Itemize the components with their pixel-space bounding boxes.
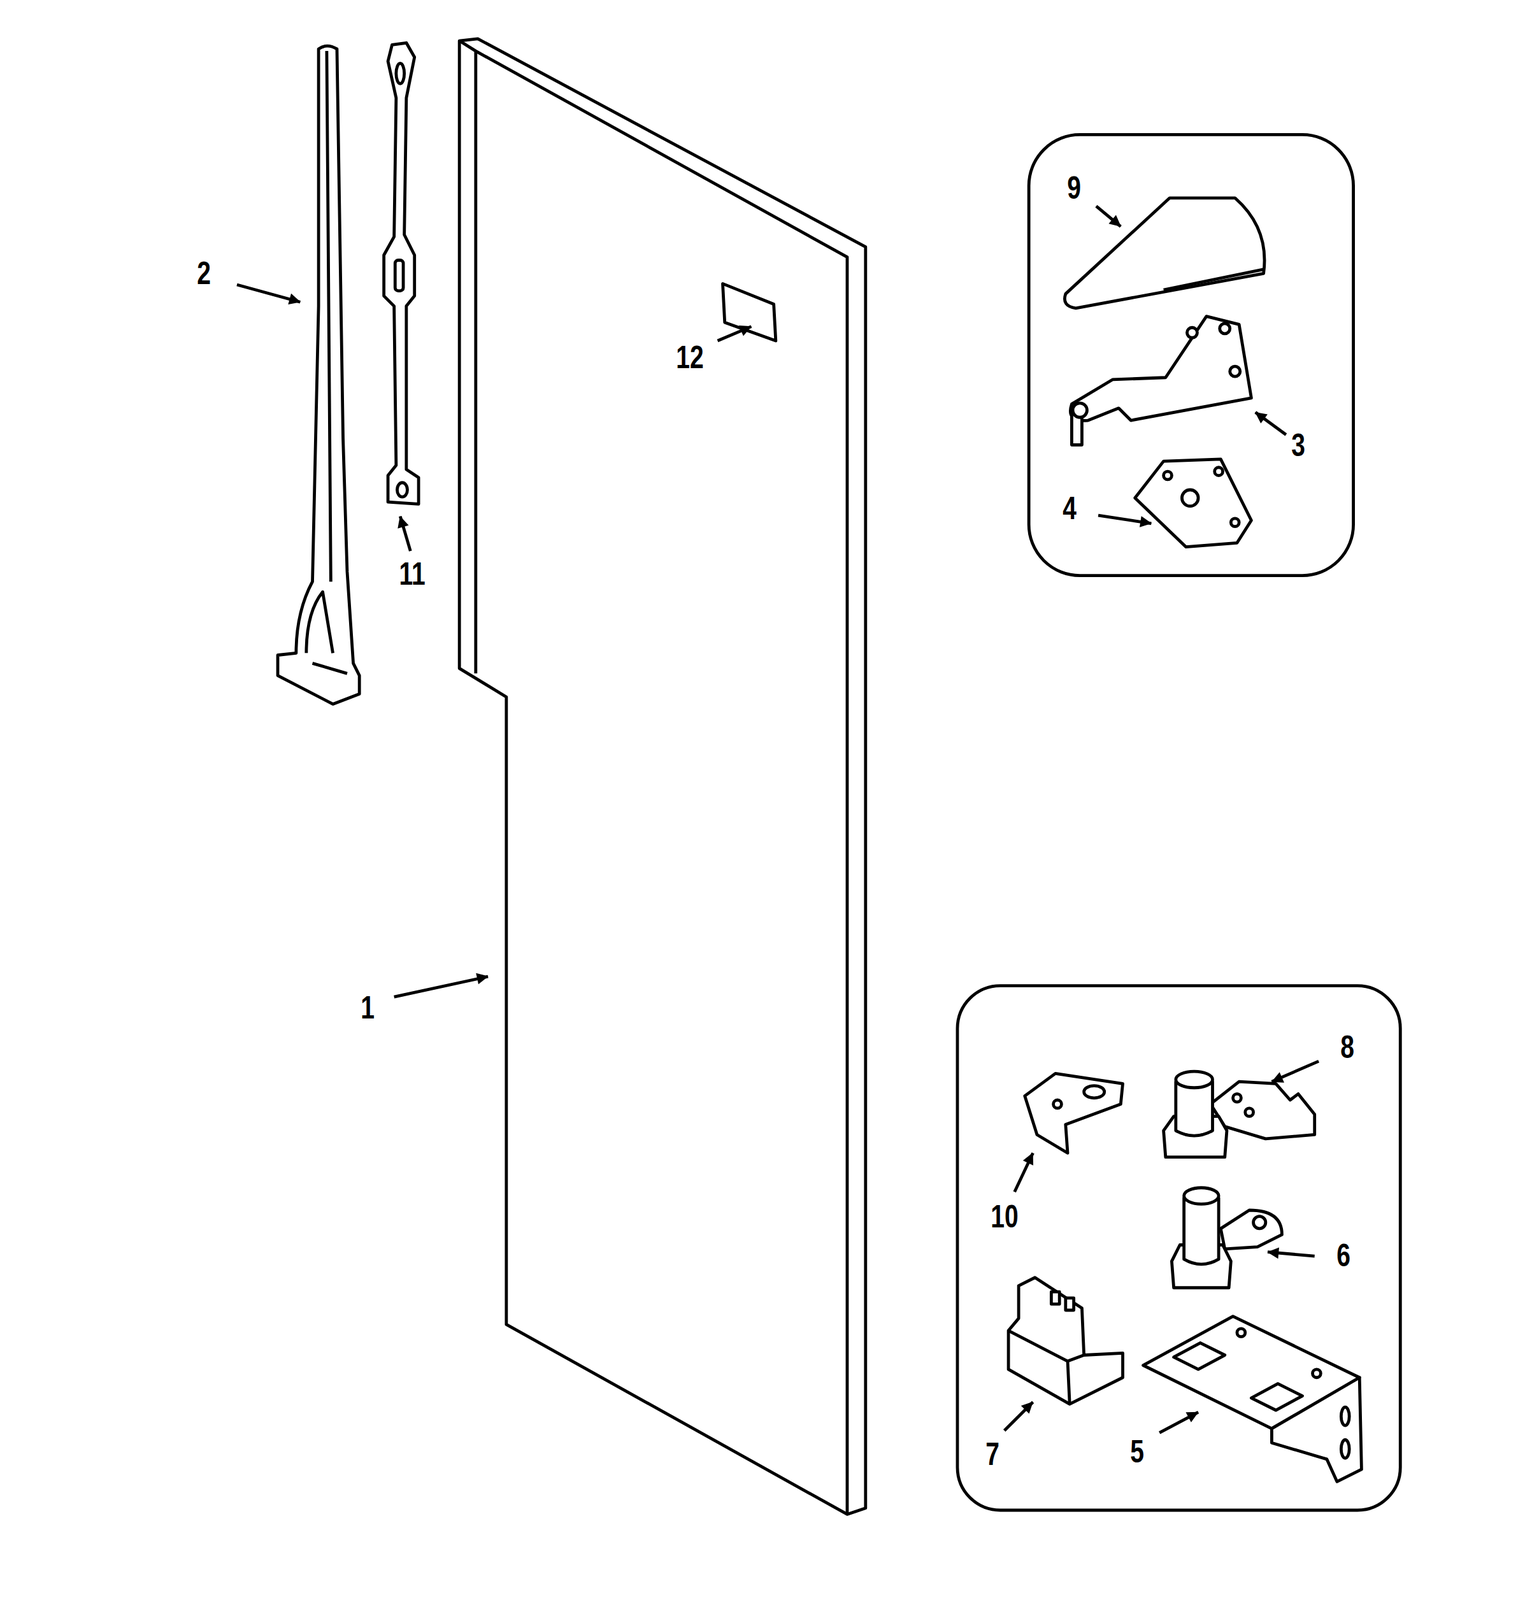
hinge-cover [1008, 1277, 1123, 1405]
leader-arrow [1159, 1412, 1199, 1433]
leader-arrow [400, 516, 411, 552]
callout-number: 8 [1338, 1031, 1357, 1064]
screw-hole [1312, 1369, 1322, 1378]
square-hole [1174, 1342, 1225, 1370]
leader-arrow [236, 284, 301, 302]
callout-number: 4 [1060, 492, 1079, 525]
leader-arrow [1098, 515, 1152, 524]
hinge-plate [1220, 1210, 1282, 1250]
inset-frame [957, 986, 1401, 1511]
screw-hole [1181, 489, 1199, 507]
callout-number: 1 [358, 991, 377, 1024]
screw-hole [1237, 1328, 1246, 1338]
strap-slot [396, 63, 405, 84]
callout-number: 2 [195, 257, 214, 290]
screw-hole [1053, 1100, 1062, 1109]
hinge-cover [1064, 198, 1265, 309]
hinge-pin [1175, 1071, 1213, 1089]
hinge-pin [1184, 1198, 1219, 1265]
slot [1340, 1407, 1350, 1426]
handle-trim-detail [306, 50, 348, 674]
hinge-bracket [1024, 1073, 1124, 1153]
screw-hole [1230, 366, 1241, 377]
leader-arrow [1271, 1061, 1319, 1082]
tab [1065, 1298, 1074, 1311]
leader-arrow [1267, 1252, 1315, 1257]
hinge-cover-edge [1163, 269, 1264, 290]
hinge-shim [1135, 459, 1252, 548]
hinge-pin [1072, 403, 1087, 418]
leader-arrow [1014, 1152, 1034, 1192]
callout-number: 9 [1065, 171, 1083, 204]
leader-arrow [394, 976, 488, 997]
top-hinge [1070, 316, 1252, 422]
screw-hole [1214, 467, 1224, 476]
hinge-pin [1184, 1188, 1219, 1205]
callout-number: 7 [983, 1438, 1002, 1471]
callout-number: 11 [395, 558, 430, 590]
handle-trim [277, 45, 360, 704]
callout-number: 3 [1289, 429, 1308, 462]
callout-number: 12 [672, 341, 708, 374]
tab [1051, 1291, 1060, 1304]
callout-number: 10 [986, 1200, 1023, 1233]
screw-hole [1163, 471, 1173, 480]
leader-arrow [1255, 412, 1287, 435]
strap-slot [394, 260, 404, 292]
strap-slot [396, 482, 408, 497]
hinge-pin [1175, 1081, 1213, 1136]
leader-arrow [1004, 1402, 1034, 1431]
inset-frame [1028, 134, 1354, 576]
slot [1084, 1086, 1105, 1099]
square-hole [1251, 1383, 1303, 1411]
hinge-cover-edge [1008, 1330, 1085, 1404]
leader-arrow [1096, 206, 1121, 227]
callout-number: 5 [1128, 1435, 1146, 1468]
slot [1340, 1439, 1350, 1459]
screw-hole [1230, 518, 1239, 527]
callout-number: 6 [1334, 1239, 1353, 1272]
screw-hole [1233, 1093, 1242, 1103]
door-panel [459, 38, 866, 1515]
handle-strap [384, 42, 419, 504]
door-edge [459, 40, 848, 1515]
screw-hole [1219, 323, 1231, 334]
screw-hole [1245, 1108, 1254, 1117]
label-plate [723, 283, 776, 341]
screw-hole [1253, 1216, 1266, 1229]
leader-arrow [717, 326, 752, 341]
screw-hole [1186, 327, 1197, 338]
